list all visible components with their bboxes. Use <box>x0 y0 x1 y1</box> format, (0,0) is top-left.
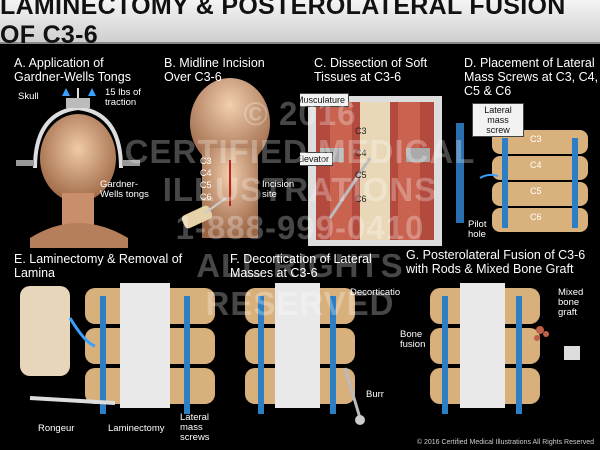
panel-e: E. Laminectomy & Removal of Lamina Ronge… <box>0 248 230 450</box>
pilot-hole-label: Pilot hole <box>468 219 487 240</box>
bone-fusion-label: Bone fusion <box>400 329 426 350</box>
c-c4-label: C4 <box>355 148 367 158</box>
decortication-label: Decortication <box>350 287 400 298</box>
panel-e-illustration <box>20 283 215 414</box>
panel-c: C. Dissection of Soft Tissues at C3-6 Mu… <box>300 48 450 248</box>
laminectomy-label: Laminectomy <box>108 423 165 434</box>
panel-b-caption: B. Midline Incision Over C3-6 <box>164 56 265 84</box>
panel-a-illustration <box>16 88 140 248</box>
b-c5-label: C5 <box>200 180 212 190</box>
d-c4-label: C4 <box>530 160 542 170</box>
panel-g: G. Posterolateral Fusion of C3-6 with Ro… <box>400 248 600 450</box>
panel-e-caption: E. Laminectomy & Removal of Lamina <box>14 252 183 280</box>
musculature-label: Musculature <box>300 93 350 107</box>
b-c4-label: C4 <box>200 168 212 178</box>
d-c6-label: C6 <box>530 212 542 222</box>
burr-label: Burr <box>366 389 384 400</box>
traction-label: 15 lbs of traction <box>105 87 141 108</box>
d-c3-label: C3 <box>530 134 542 144</box>
panel-b-illustration <box>181 78 270 238</box>
panel-f-caption: F. Decortication of Lateral Masses at C3… <box>230 252 372 280</box>
c-c6-label: C6 <box>355 194 367 204</box>
c-c3-label: C3 <box>355 126 367 136</box>
panel-f: F. Decortication of Lateral Masses at C3… <box>230 248 400 450</box>
bone-graft-label: Mixed bone graft <box>558 287 584 318</box>
elevator-label: Elevator <box>300 152 334 166</box>
d-c5-label: C5 <box>530 186 542 196</box>
panel-a: A. Application of Gardner-Wells Tongs Sk… <box>0 48 150 248</box>
panel-b: B. Midline Incision Over C3-6 C3 C4 C5 C… <box>150 48 300 248</box>
panel-g-illustration <box>430 283 580 414</box>
b-c6-label: C6 <box>200 192 212 202</box>
panel-g-caption: G. Posterolateral Fusion of C3-6 with Ro… <box>406 248 586 276</box>
b-c3-label: C3 <box>200 156 212 166</box>
lateral-screws-label: Lateral mass screws <box>180 412 210 443</box>
incision-label: Incision site <box>262 179 295 200</box>
panel-f-illustration <box>245 283 365 425</box>
tongs-label: Gardner-Wells tongs <box>100 179 149 200</box>
c-c5-label: C5 <box>355 170 367 180</box>
panel-c-illustration <box>308 96 442 246</box>
panel-d: D. Placement of Lateral Mass Screws at C… <box>450 48 600 248</box>
copyright: © 2016 Certified Medical Illustrations A… <box>416 439 594 446</box>
skull-label: Skull <box>18 91 39 102</box>
title-bar: LAMINECTOMY & POSTEROLATERAL FUSION OF C… <box>0 0 600 49</box>
panel-d-illustration <box>456 123 588 232</box>
lateral-screw-label: Lateral mass screw <box>472 103 524 137</box>
rongeur-label: Rongeur <box>38 423 75 434</box>
panel-d-caption: D. Placement of Lateral Mass Screws at C… <box>464 56 599 98</box>
page-title: LAMINECTOMY & POSTEROLATERAL FUSION OF C… <box>0 0 566 49</box>
panel-a-caption: A. Application of Gardner-Wells Tongs <box>14 56 131 84</box>
panel-c-caption: C. Dissection of Soft Tissues at C3-6 <box>314 56 428 84</box>
